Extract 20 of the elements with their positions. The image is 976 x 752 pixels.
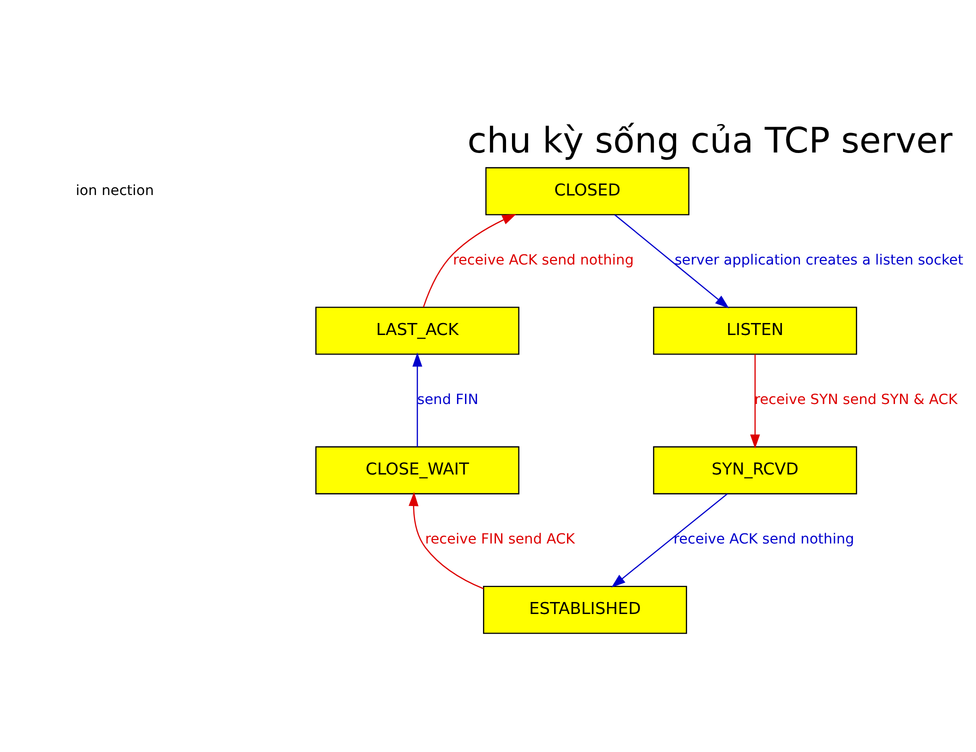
node-box: SYN_RCVD [653, 446, 858, 494]
edge-label: receive SYN send SYN & ACK [754, 392, 958, 408]
edge-label: server application creates a listen socket [674, 252, 964, 268]
node-box: CLOSE_WAIT [315, 446, 520, 494]
node-box: LAST_ACK [315, 306, 520, 354]
arrow [422, 213, 516, 307]
edge-label: receive ACK send nothing [674, 531, 854, 548]
arrow [750, 354, 760, 448]
arrow [412, 352, 422, 446]
node-box: CLOSED [485, 166, 690, 215]
edge-label: send FIN [417, 392, 478, 408]
diagram-title: chu kỳ sống của TCP server [467, 120, 952, 162]
node-box: LISTEN [653, 306, 858, 354]
label: ion nection [76, 182, 154, 198]
arrow [614, 214, 730, 308]
arrow [408, 491, 484, 589]
edge-label: receive ACK send nothing [453, 252, 634, 268]
node-box: ESTABLISHED [483, 585, 688, 634]
edge-label: receive FIN send ACK [425, 531, 575, 548]
arrow [611, 492, 728, 587]
